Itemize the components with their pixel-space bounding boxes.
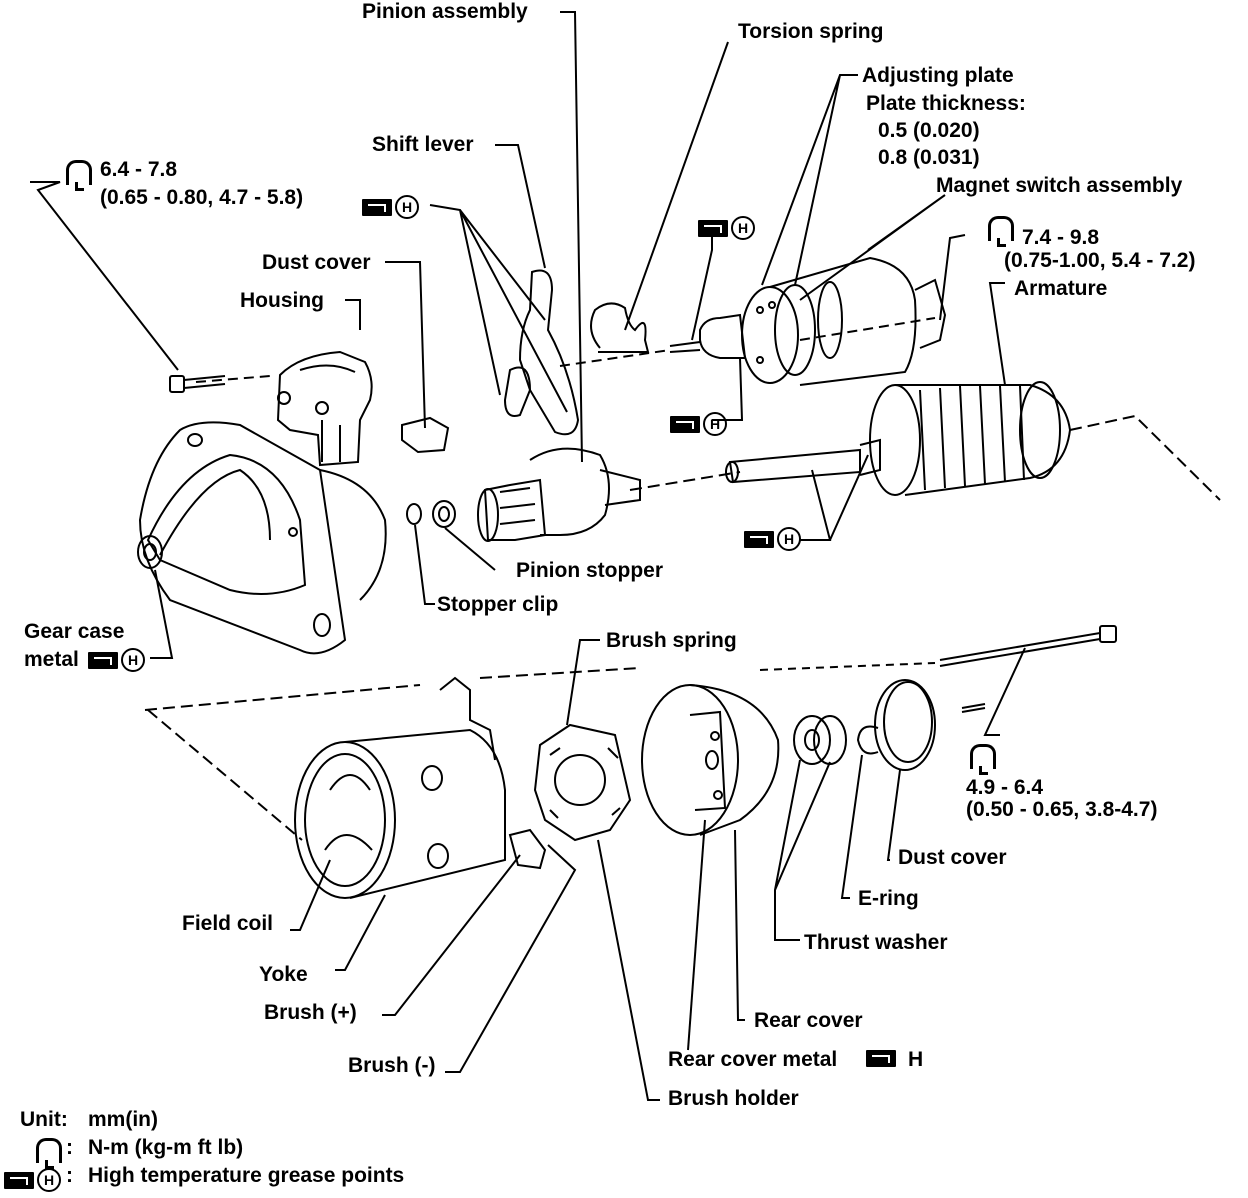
grease-point-icon: H bbox=[744, 527, 801, 551]
label-pinion-assembly: Pinion assembly bbox=[362, 0, 528, 23]
rear-dust-cover-drawing bbox=[874, 679, 936, 771]
label-housing: Housing bbox=[240, 289, 324, 312]
bolt-drawing-left bbox=[169, 375, 226, 393]
yoke-drawing bbox=[294, 676, 547, 899]
legend-colon: : bbox=[66, 1136, 73, 1159]
label-plate-thickness: Plate thickness: bbox=[866, 92, 1026, 115]
label-brush-minus: Brush (-) bbox=[348, 1054, 436, 1077]
torsion-spring-drawing bbox=[590, 302, 650, 353]
label-brush-plus: Brush (+) bbox=[264, 1001, 357, 1024]
upper-axis-line bbox=[195, 317, 936, 383]
label-thrust-washer: Thrust washer bbox=[804, 931, 948, 954]
label-yoke: Yoke bbox=[259, 963, 308, 986]
label-dust-cover-rear: Dust cover bbox=[898, 846, 1007, 869]
rear-axis-line bbox=[759, 662, 936, 671]
label-dust-cover-top: Dust cover bbox=[262, 251, 371, 274]
torque-wrench-icon bbox=[988, 216, 1014, 247]
legend-colon: : bbox=[66, 1164, 73, 1187]
legend-unit-value: mm(in) bbox=[88, 1108, 158, 1131]
legend-grease-value: High temperature grease points bbox=[88, 1164, 405, 1187]
e-ring-drawing bbox=[856, 725, 879, 755]
leader-lines bbox=[30, 11, 1026, 1101]
label-rear-cover: Rear cover bbox=[754, 1009, 863, 1032]
label-pinion-stopper: Pinion stopper bbox=[516, 559, 663, 582]
legend-torque-value: N-m (kg-m ft lb) bbox=[88, 1136, 244, 1159]
label-torque-rear-1: 4.9 - 6.4 bbox=[966, 776, 1044, 799]
label-torque-top-left-2: (0.65 - 0.80, 4.7 - 5.8) bbox=[100, 186, 304, 209]
label-rear-cover-metal: Rear cover metal bbox=[668, 1048, 838, 1071]
through-bolt-drawing bbox=[939, 625, 1117, 713]
label-stopper-clip: Stopper clip bbox=[437, 593, 559, 616]
armature-axis-line bbox=[629, 414, 1221, 501]
pinion-stopper-drawing bbox=[432, 500, 456, 528]
torque-wrench-icon bbox=[66, 160, 92, 191]
torque-wrench-icon bbox=[970, 744, 996, 775]
dust-cover-drawing bbox=[401, 416, 450, 454]
label-torsion-spring: Torsion spring bbox=[738, 20, 884, 43]
gear-case-drawing bbox=[137, 421, 387, 655]
grease-point-icon: H bbox=[88, 648, 145, 672]
label-field-coil: Field coil bbox=[182, 912, 274, 935]
pinion-assembly-drawing bbox=[477, 447, 641, 542]
grease-point-icon: H bbox=[698, 216, 755, 240]
label-shift-lever: Shift lever bbox=[372, 133, 474, 156]
label-adjusting-plate: Adjusting plate bbox=[862, 64, 1014, 87]
label-gear-case-metal: metal bbox=[24, 648, 79, 671]
shift-lever-drawing bbox=[503, 269, 580, 436]
grease-point-icon: H bbox=[670, 412, 727, 436]
lower-axis-line bbox=[144, 667, 641, 841]
stopper-clip-drawing bbox=[406, 503, 422, 525]
label-torque-top-left-1: 6.4 - 7.8 bbox=[100, 158, 178, 181]
armature-drawing bbox=[725, 381, 1072, 496]
label-torque-right-2: (0.75-1.00, 5.4 - 7.2) bbox=[1004, 249, 1196, 272]
label-thickness-1: 0.5 (0.020) bbox=[878, 119, 980, 142]
label-brush-spring: Brush spring bbox=[606, 629, 737, 652]
housing-drawing bbox=[276, 350, 373, 467]
magnet-switch-drawing bbox=[669, 256, 947, 386]
label-e-ring: E-ring bbox=[858, 887, 919, 910]
label-thickness-2: 0.8 (0.031) bbox=[878, 146, 980, 169]
rear-cover-drawing bbox=[641, 684, 780, 836]
torque-wrench-icon bbox=[36, 1138, 62, 1169]
label-torque-rear-2: (0.50 - 0.65, 3.8-4.7) bbox=[966, 798, 1158, 821]
label-gear-case: Gear case bbox=[24, 620, 125, 643]
grease-point-icon bbox=[866, 1050, 896, 1068]
brush-holder-drawing bbox=[533, 723, 632, 842]
label-brush-holder: Brush holder bbox=[668, 1087, 799, 1110]
grease-point-icon: H bbox=[362, 195, 419, 219]
legend-unit-key: Unit: bbox=[20, 1108, 68, 1131]
grease-point-icon: H bbox=[4, 1168, 61, 1192]
label-rear-cover-metal-h: H bbox=[908, 1048, 924, 1071]
label-torque-right-1: 7.4 - 9.8 bbox=[1022, 226, 1100, 249]
label-armature: Armature bbox=[1014, 277, 1108, 300]
label-magnet-switch-assembly: Magnet switch assembly bbox=[936, 174, 1183, 197]
thrust-washer-drawing bbox=[793, 715, 831, 765]
